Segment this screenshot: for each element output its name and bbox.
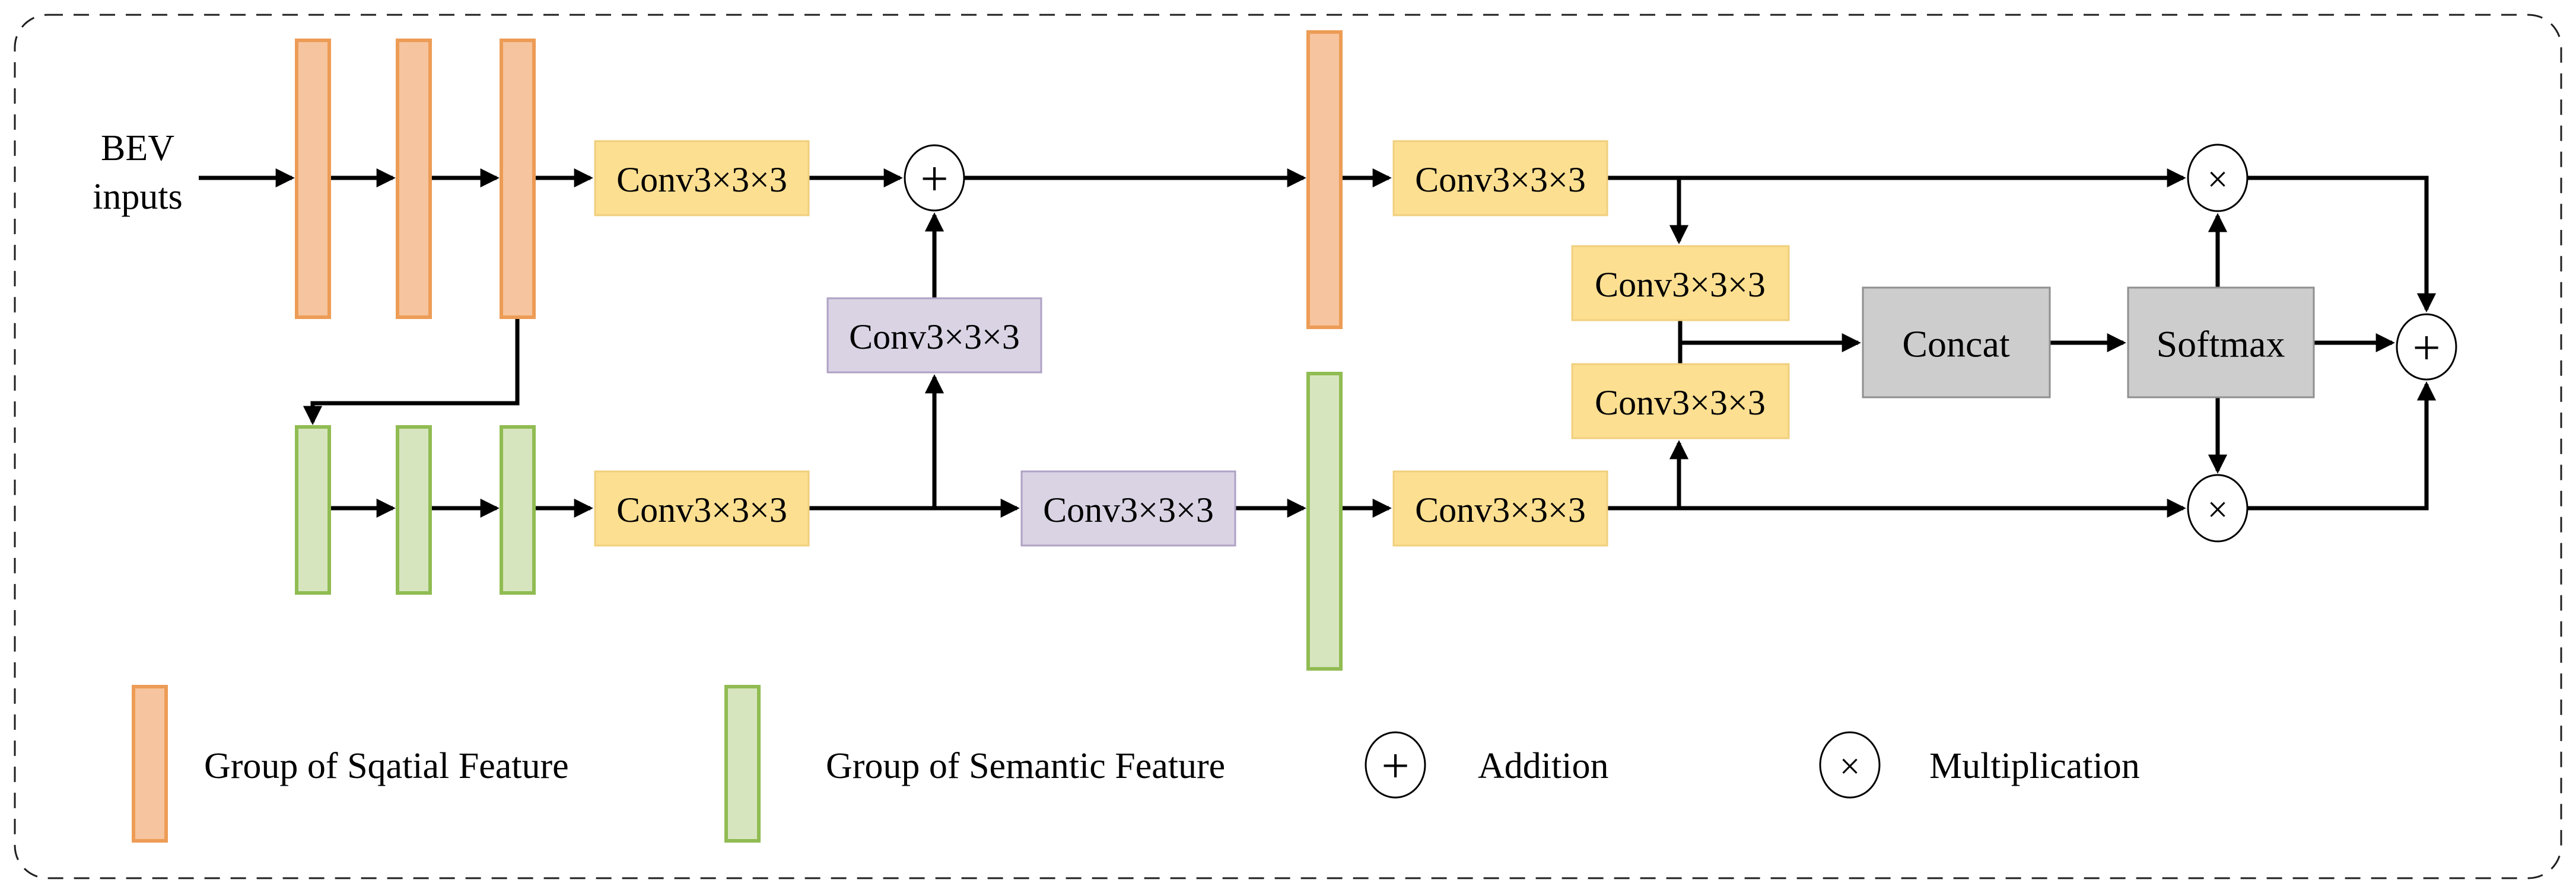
conv-box-semantic-2 <box>1392 470 1608 547</box>
legend-semantic-label: Group of Semantic Feature <box>826 746 1225 786</box>
legend-multiplication-label: Multiplication <box>1929 746 2140 786</box>
multiply-circle-bottom <box>2187 474 2249 543</box>
legend-add-circle <box>1365 731 1426 799</box>
conv-box-semantic-1 <box>594 470 810 547</box>
multiply-icon: × <box>1840 747 1861 787</box>
conv-boxes <box>594 140 1790 547</box>
multiply-icon: × <box>2208 490 2228 530</box>
conv-label: Conv3×3×3 <box>849 317 1020 356</box>
multiply-circle-top <box>2187 143 2249 212</box>
conv-box-attention-bottom <box>1571 363 1790 439</box>
wire-multiply-top-to-add-final <box>2247 176 2437 312</box>
concat-box <box>1862 286 2051 398</box>
semantic-bar-tall <box>1306 372 1343 671</box>
wire-skip-spatial-to-semantic <box>303 317 520 425</box>
legend-multiply-circle <box>1819 731 1881 799</box>
legend-spatial-label: Group of Sqatial Feature <box>204 746 569 786</box>
semantic-bar-3 <box>500 425 536 595</box>
text-labels: BEV inputs Conv3×3×3 Conv3×3×3 Conv3×3×3… <box>93 128 2285 786</box>
op-boxes <box>1862 286 2315 398</box>
semantic-bar-2 <box>396 425 432 595</box>
conv-label: Conv3×3×3 <box>1415 160 1586 199</box>
wires <box>199 168 2437 518</box>
dashed-border <box>14 14 2562 879</box>
softmax-box <box>2127 286 2315 398</box>
input-label-line2: inputs <box>93 177 183 217</box>
multiply-icon: × <box>2208 160 2228 200</box>
softmax-label: Softmax <box>2157 323 2285 365</box>
spatial-bar-2 <box>396 39 432 319</box>
concat-label: Concat <box>1902 323 2010 365</box>
spatial-bars <box>132 30 1343 843</box>
conv-box-attention-top <box>1571 245 1790 321</box>
conv-label: Conv3×3×3 <box>1415 490 1586 530</box>
semantic-bar-1 <box>295 425 331 595</box>
plus-icon: + <box>2412 321 2440 376</box>
conv-box-spatial-1 <box>594 140 810 216</box>
conv-box-fuse-2 <box>1020 470 1236 547</box>
conv-label: Conv3×3×3 <box>1595 383 1766 422</box>
plus-icon: + <box>920 152 948 207</box>
conv-box-spatial-2 <box>1392 140 1608 216</box>
operator-glyphs: + + + × × × <box>920 152 2440 794</box>
conv-box-fuse-1 <box>826 297 1042 374</box>
input-label-line1: BEV <box>101 128 174 168</box>
add-circle-1 <box>904 144 965 212</box>
spatial-bar-tall <box>1306 30 1343 329</box>
legend-addition-label: Addition <box>1478 746 1608 786</box>
spatial-bar-1 <box>295 39 331 319</box>
conv-fuse-boxes <box>826 297 1236 547</box>
conv-label: Conv3×3×3 <box>1595 265 1766 304</box>
add-circle-final <box>2396 313 2457 381</box>
conv-label: Conv3×3×3 <box>1043 490 1214 530</box>
conv-label: Conv3×3×3 <box>616 490 787 530</box>
operator-circles <box>904 143 2457 799</box>
wire-multiply-bottom-to-add-final <box>2247 381 2437 511</box>
spatial-bar-3 <box>500 39 536 319</box>
plus-icon: + <box>1381 739 1409 794</box>
legend-spatial-swatch <box>132 685 168 843</box>
conv-label: Conv3×3×3 <box>616 160 787 199</box>
semantic-bars <box>295 372 1343 843</box>
legend-semantic-swatch <box>724 685 761 843</box>
